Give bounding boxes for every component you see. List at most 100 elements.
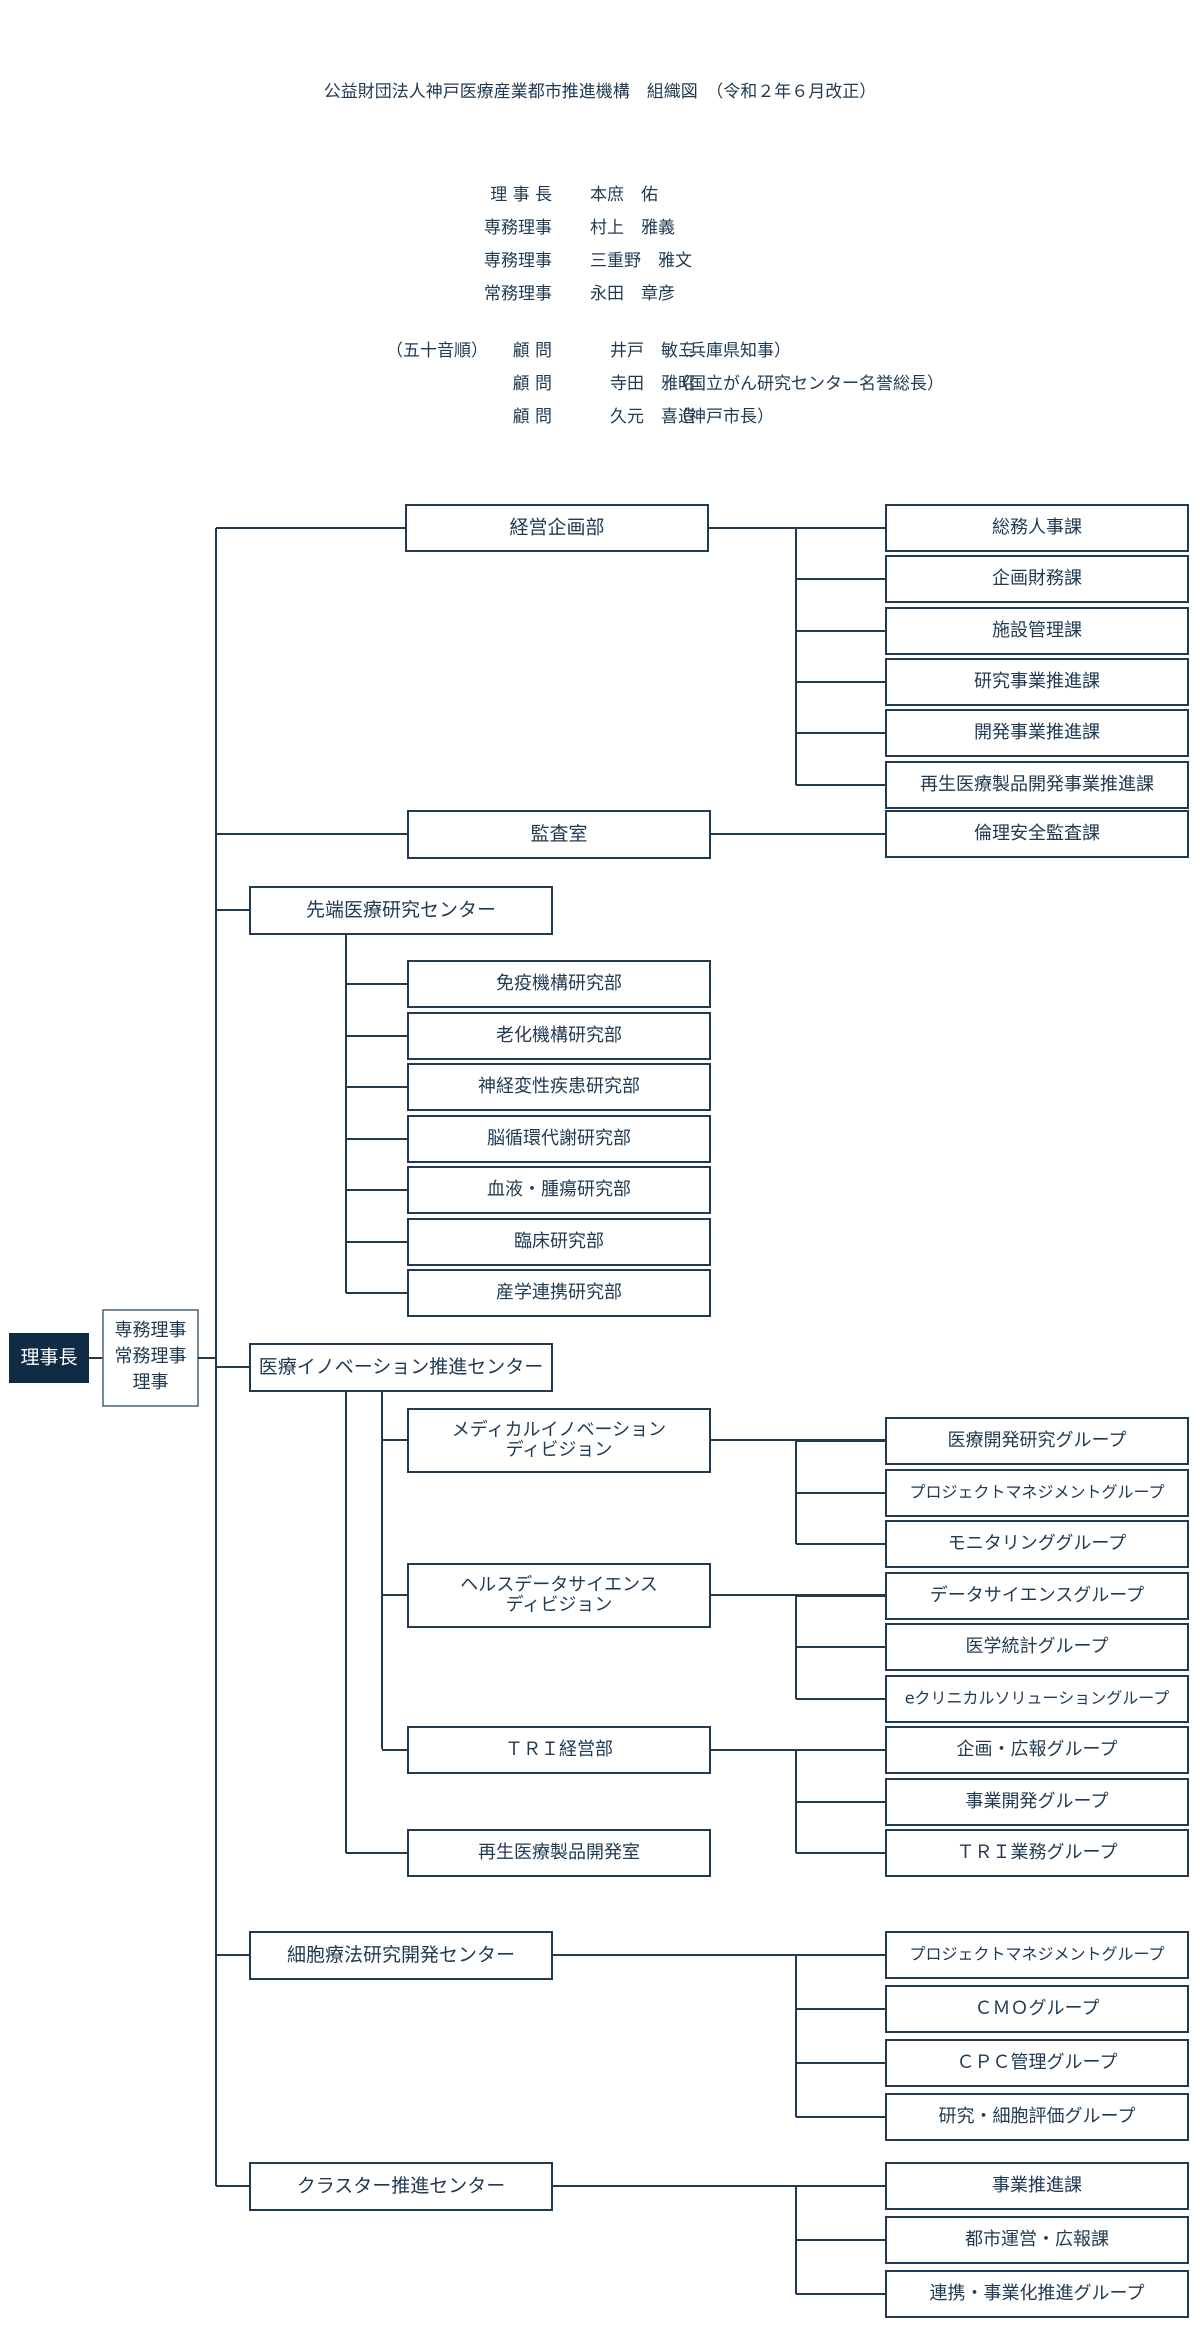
unit-box-label: 医療開発研究グループ: [948, 1430, 1127, 1451]
unit-box: データサイエンスグループ: [885, 1572, 1189, 1620]
officer-role: 理 事 長: [490, 185, 552, 205]
unit-box: 施設管理課: [885, 607, 1189, 655]
department-box-label: 監査室: [530, 823, 587, 845]
officer-role: 専務理事: [484, 251, 552, 271]
department-box: 細胞療法研究開発センター: [249, 1931, 553, 1980]
unit-box-frame: [885, 1985, 1189, 2033]
unit-box-label: 企画・広報グループ: [957, 1739, 1118, 1760]
advisor-name: 井戸 敏三: [610, 341, 695, 361]
unit-box: プロジェクトマネジメントグループ: [885, 1469, 1189, 1517]
unit-box: プロジェクトマネジメントグループ: [885, 1931, 1189, 1979]
research-department-box-label: 免疫機構研究部: [496, 973, 622, 994]
advisor-note: （神戸市長）: [672, 407, 774, 427]
unit-box-frame: [885, 1623, 1189, 1671]
research-department-box-frame: [407, 1063, 711, 1111]
officer-name: 本庶 佑: [590, 185, 658, 205]
department-box-frame: [405, 504, 709, 552]
unit-box-label: 事業開発グループ: [966, 1791, 1109, 1812]
unit-box: 再生医療製品開発事業推進課: [885, 761, 1189, 809]
unit-box-frame: [885, 1520, 1189, 1568]
unit-box: 開発事業推進課: [885, 709, 1189, 757]
root-label: 理事長: [20, 1347, 77, 1369]
research-department-box-label: 血液・腫瘍研究部: [487, 1179, 631, 1200]
unit-box: 研究・細胞評価グループ: [885, 2093, 1189, 2141]
advisor-role: 顧 問: [513, 341, 552, 361]
advisor-role: 顧 問: [513, 374, 552, 394]
unit-box-frame: [885, 2093, 1189, 2141]
chart-title: 公益財団法人神戸医療産業都市推進機構 組織図 （令和２年６月改正）: [324, 82, 877, 102]
unit-box: 医療開発研究グループ: [885, 1417, 1189, 1465]
division-box-frame: [407, 1726, 711, 1774]
research-department-box: 血液・腫瘍研究部: [407, 1166, 711, 1214]
department-box-frame: [249, 1343, 553, 1392]
division-box-label: ディビジョン: [506, 1440, 613, 1461]
department-box-label: 細胞療法研究開発センター: [287, 1944, 515, 1966]
division-box-label: メディカルイノベーション: [452, 1420, 666, 1441]
research-department-box-label: 臨床研究部: [514, 1231, 604, 1252]
unit-box-frame: [885, 555, 1189, 603]
division-box-frame: [407, 1563, 711, 1628]
unit-box-label: 再生医療製品開発事業推進課: [920, 774, 1154, 795]
unit-box-frame: [885, 1931, 1189, 1979]
department-box-frame: [407, 810, 711, 859]
advisor-role: 顧 問: [513, 407, 552, 427]
department-box-label: 先端医療研究センター: [306, 899, 496, 921]
unit-box: ＣＰＣ管理グループ: [885, 2039, 1189, 2087]
unit-box-label: 医学統計グループ: [966, 1636, 1109, 1657]
unit-box: eクリニカルソリューショングループ: [885, 1675, 1189, 1723]
research-department-box: 脳循環代謝研究部: [407, 1115, 711, 1163]
department-box: 経営企画部: [405, 504, 709, 552]
research-department-box-label: 脳循環代謝研究部: [487, 1128, 631, 1149]
unit-box-frame: [885, 504, 1189, 552]
research-department-box-frame: [407, 1166, 711, 1214]
research-department-box-label: 神経変性疾患研究部: [478, 1076, 640, 1097]
unit-box-label: 研究・細胞評価グループ: [939, 2106, 1136, 2127]
department-box-label: 医療イノベーション推進センター: [259, 1356, 544, 1378]
officer-role: 常務理事: [484, 284, 552, 304]
division-box: 再生医療製品開発室: [407, 1829, 711, 1877]
unit-box-label: 倫理安全監査課: [974, 823, 1100, 844]
unit-box-label: データサイエンスグループ: [930, 1585, 1144, 1606]
advisor-name: 久元 喜造: [610, 407, 695, 427]
unit-box-label: 企画財務課: [992, 568, 1082, 589]
unit-box-label: 事業推進課: [992, 2175, 1082, 2196]
unit-box-frame: [885, 1726, 1189, 1774]
root-box: 理事長: [9, 1333, 89, 1383]
unit-box: 企画・広報グループ: [885, 1726, 1189, 1774]
unit-box: 事業推進課: [885, 2162, 1189, 2210]
unit-box: 企画財務課: [885, 555, 1189, 603]
division-box-label: 再生医療製品開発室: [478, 1842, 640, 1863]
unit-box: ＣＭＯグループ: [885, 1985, 1189, 2033]
executive-role: 専務理事: [115, 1320, 187, 1341]
unit-box-frame: [885, 709, 1189, 757]
unit-box: 連携・事業化推進グループ: [885, 2270, 1189, 2318]
research-department-box: 神経変性疾患研究部: [407, 1063, 711, 1111]
unit-box-label: 開発事業推進課: [974, 722, 1100, 743]
research-department-box-frame: [407, 1012, 711, 1060]
unit-box: 倫理安全監査課: [885, 810, 1189, 858]
unit-box-label: ＣＭＯグループ: [975, 1998, 1100, 2019]
unit-box-label: モニタリンググループ: [948, 1533, 1127, 1554]
unit-box: モニタリンググループ: [885, 1520, 1189, 1568]
unit-box-frame: [885, 658, 1189, 706]
advisor-note: （国立がん研究センター名誉総長）: [672, 374, 944, 394]
advisors-prefix: （五十音順）: [386, 341, 488, 361]
unit-box-frame: [885, 1417, 1189, 1465]
unit-box-label: プロジェクトマネジメントグループ: [909, 1945, 1164, 1964]
officer-name: 永田 章彦: [590, 284, 675, 304]
unit-box-frame: [885, 761, 1189, 809]
advisor-name: 寺田 雅昭: [610, 374, 695, 394]
research-department-box: 産学連携研究部: [407, 1269, 711, 1317]
division-box-frame: [407, 1829, 711, 1877]
unit-box-frame: [885, 2162, 1189, 2210]
department-box-label: クラスター推進センター: [297, 2175, 506, 2197]
department-box: 先端医療研究センター: [249, 886, 553, 935]
research-department-box: 免疫機構研究部: [407, 960, 711, 1008]
unit-box-label: 都市運営・広報課: [965, 2229, 1109, 2250]
research-department-box-label: 産学連携研究部: [496, 1282, 622, 1303]
unit-box-label: ＴＲＩ業務グループ: [957, 1842, 1118, 1863]
unit-box-label: 研究事業推進課: [974, 671, 1100, 692]
